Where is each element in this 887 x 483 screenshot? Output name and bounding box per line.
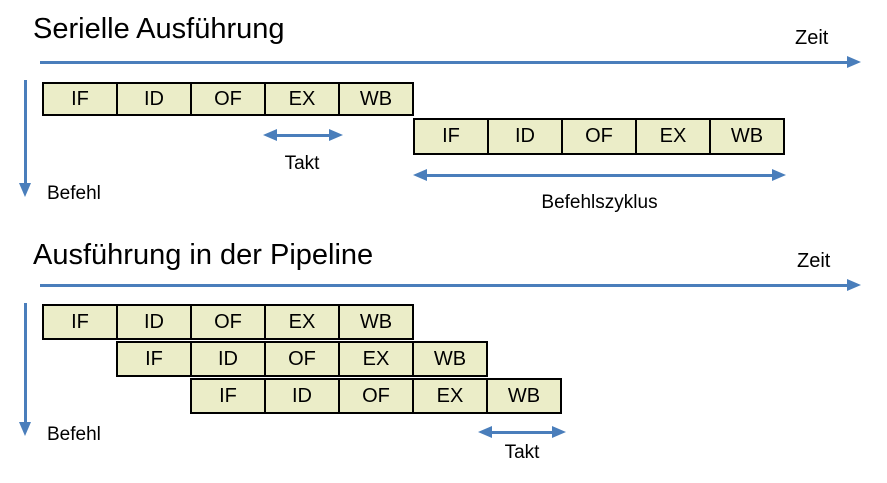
stage-cell-ex: EX bbox=[412, 378, 488, 414]
stage-cell-ex: EX bbox=[635, 118, 711, 155]
serial-time-axis-label: Zeit bbox=[795, 27, 829, 49]
serial-instruction-cycle-arrow bbox=[413, 169, 786, 181]
stage-cell-if: IF bbox=[190, 378, 266, 414]
serial-clock-arrow bbox=[263, 129, 343, 141]
stage-cell-wb: WB bbox=[338, 304, 414, 340]
stage-cell-if: IF bbox=[42, 82, 118, 116]
pipeline-instruction-2-row: IF ID OF EX WB bbox=[116, 341, 488, 377]
stage-cell-id: ID bbox=[116, 304, 192, 340]
stage-cell-of: OF bbox=[190, 304, 266, 340]
stage-cell-ex: EX bbox=[338, 341, 414, 377]
pipeline-instruction-axis-arrow bbox=[19, 303, 31, 436]
serial-instruction-axis-title: Befehl bbox=[47, 183, 101, 204]
pipeline-instruction-axis-title: Befehl bbox=[47, 424, 101, 445]
pipeline-clock-arrow bbox=[478, 426, 566, 438]
pipeline-clock-label: Takt bbox=[504, 442, 540, 463]
serial-clock-label: Takt bbox=[284, 153, 320, 174]
stage-cell-of: OF bbox=[190, 82, 266, 116]
stage-cell-if: IF bbox=[116, 341, 192, 377]
stage-cell-wb: WB bbox=[709, 118, 785, 155]
stage-cell-of: OF bbox=[561, 118, 637, 155]
stage-cell-ex: EX bbox=[264, 304, 340, 340]
stage-cell-wb: WB bbox=[412, 341, 488, 377]
stage-cell-of: OF bbox=[264, 341, 340, 377]
stage-cell-if: IF bbox=[42, 304, 118, 340]
stage-cell-ex: EX bbox=[264, 82, 340, 116]
stage-cell-if: IF bbox=[413, 118, 489, 155]
stage-cell-id: ID bbox=[116, 82, 192, 116]
stage-cell-id: ID bbox=[190, 341, 266, 377]
serial-instruction-1-row: IF ID OF EX WB bbox=[42, 82, 414, 116]
serial-instruction-cycle-label: Befehlszyklus bbox=[541, 192, 658, 213]
pipeline-instruction-1-row: IF ID OF EX WB bbox=[42, 304, 414, 340]
serial-time-axis-arrow bbox=[40, 56, 861, 68]
pipeline-time-axis-arrow bbox=[40, 279, 861, 291]
serial-instruction-2-row: IF ID OF EX WB bbox=[413, 118, 785, 155]
stage-cell-of: OF bbox=[338, 378, 414, 414]
pipeline-instruction-3-row: IF ID OF EX WB bbox=[190, 378, 562, 414]
serial-section-title: Serielle Ausführung bbox=[33, 13, 285, 45]
serial-instruction-axis-arrow bbox=[19, 80, 31, 197]
stage-cell-wb: WB bbox=[486, 378, 562, 414]
pipeline-section-title: Ausführung in der Pipeline bbox=[33, 239, 374, 271]
stage-cell-id: ID bbox=[264, 378, 340, 414]
stage-cell-wb: WB bbox=[338, 82, 414, 116]
stage-cell-id: ID bbox=[487, 118, 563, 155]
pipeline-time-axis-label: Zeit bbox=[797, 250, 831, 272]
